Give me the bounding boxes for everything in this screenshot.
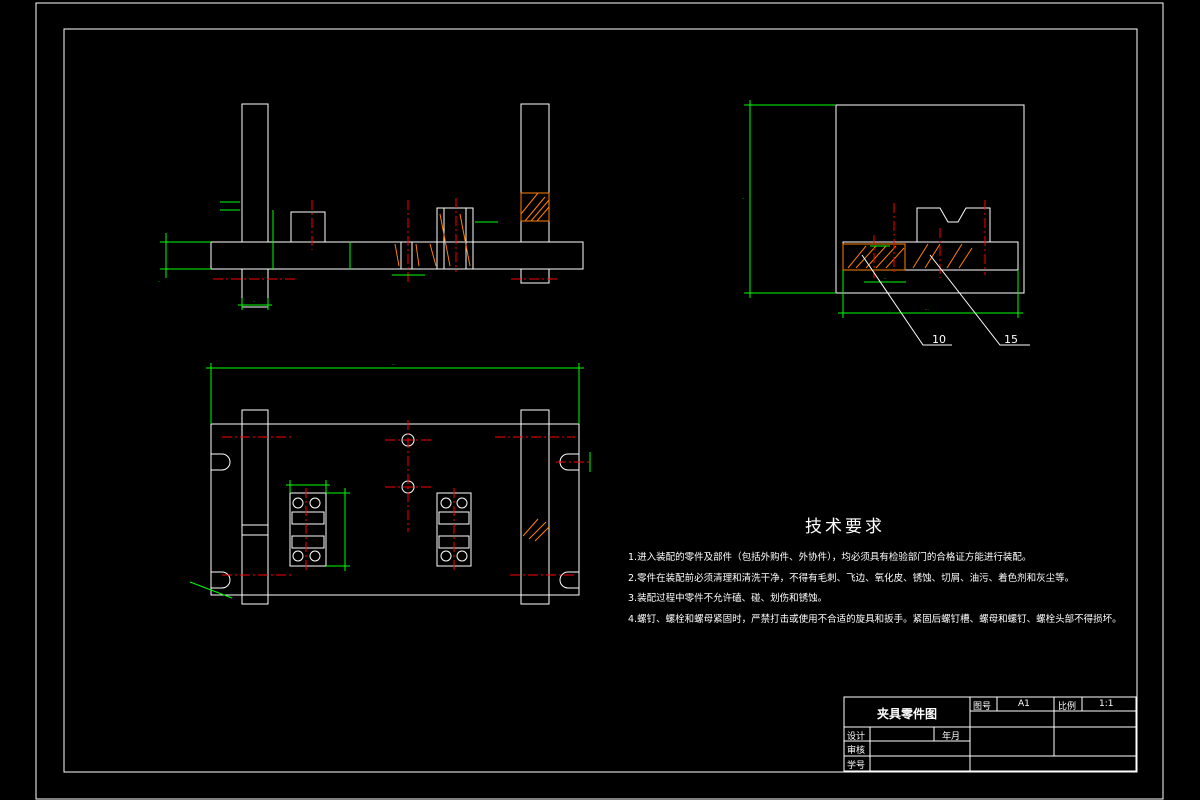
date-label: 年月 [942, 732, 961, 742]
requirement-item-3: 3.装配过程中零件不允许磕、碰、划伤和锈蚀。 [628, 593, 828, 604]
top-clamp-left [289, 492, 327, 567]
front-clamp-block [290, 211, 326, 243]
technical-requirements-title: 技术要求 [805, 517, 885, 537]
front-right-post-lower [520, 268, 550, 284]
slot-bottom-right [559, 571, 579, 589]
front-base-plate [210, 241, 584, 270]
front-view [210, 103, 584, 308]
drawing-no-label: 图号 [973, 702, 992, 712]
svg-text:··: ·· [253, 299, 256, 304]
requirement-item-2: 2.零件在装配前必须清理和清洗干净，不得有毛刺、飞边、氧化皮、锈蚀、切屑、油污、… [628, 573, 1075, 584]
drawing-no-value: A1 [1018, 699, 1030, 709]
part-callout-15: 15 [1004, 333, 1018, 346]
drawing-name: 夹具零件图 [876, 707, 937, 721]
svg-text:··: ·· [158, 279, 161, 284]
slot-bottom-left [211, 571, 231, 589]
svg-text:··: ·· [742, 196, 745, 201]
top-base-plate [210, 423, 580, 596]
review-label: 审核 [847, 746, 866, 756]
front-locating-pin [436, 207, 474, 270]
requirement-item-1: 1.进入装配的零件及部件（包括外购件、外协件），均必须具有检验部门的合格证方能进… [628, 552, 1032, 563]
side-dimensions [744, 100, 1023, 318]
requirement-item-4: 4.螺钉、螺栓和螺母紧固时，严禁打击或使用不合适的旋具和扳手。紧固后螺钉槽、螺母… [628, 614, 1122, 625]
outer-border [35, 2, 1164, 800]
svg-text:··: ·· [884, 276, 887, 281]
top-left-post [241, 409, 269, 605]
front-hatching [394, 192, 550, 267]
front-dimensions [160, 201, 498, 310]
front-centerlines [213, 198, 560, 282]
front-left-post-lower [241, 268, 269, 308]
top-centerlines [222, 420, 590, 576]
top-dimensions [189, 363, 591, 599]
top-view [210, 409, 580, 605]
top-hatching [522, 518, 550, 542]
dimension-figures: ··· ·· ·· ·· ··· ·· [158, 196, 929, 367]
side-upright [835, 104, 1025, 294]
scale-value: 1:1 [1099, 699, 1114, 709]
part-callout-10: 10 [932, 333, 946, 346]
side-v-block [916, 207, 991, 243]
svg-text:···: ··· [392, 362, 396, 367]
slot-top-left [211, 453, 231, 471]
student-no-label: 学号 [847, 761, 866, 771]
top-right-post [520, 409, 550, 605]
design-label: 设计 [847, 732, 866, 742]
side-centerlines [873, 200, 986, 278]
svg-text:···: ··· [925, 307, 929, 312]
scale-label: 比例 [1058, 702, 1077, 712]
inner-border [63, 28, 1138, 773]
leader-lines [861, 254, 1030, 346]
